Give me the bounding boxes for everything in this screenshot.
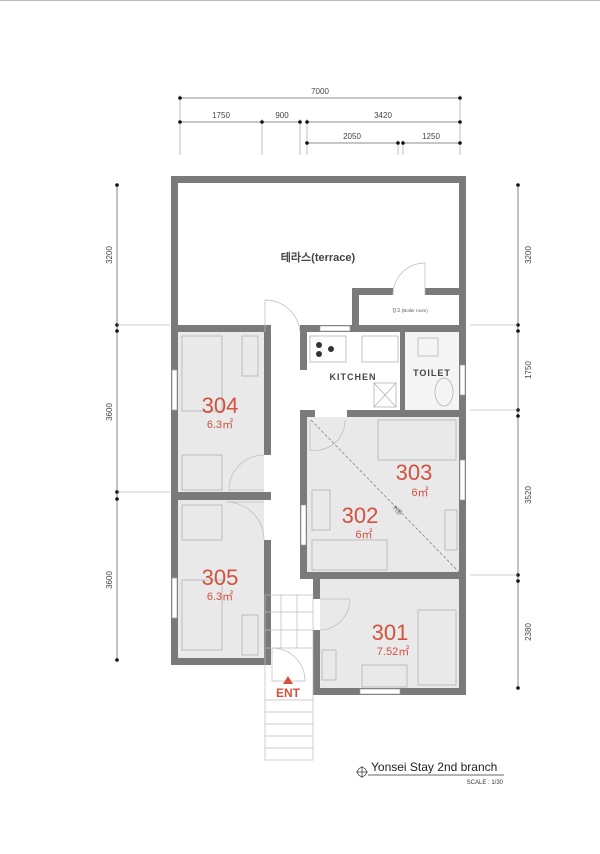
room-305-area: 6.3㎡ (207, 590, 233, 603)
scale-label: SCALE : 1/30 (467, 780, 504, 786)
right-dimensions: 3200 1750 3520 2380 (470, 183, 533, 690)
dim: 2050 (343, 132, 361, 141)
walls (171, 176, 466, 695)
floors (178, 332, 459, 688)
left-dimensions: 3200 3600 3600 (105, 183, 170, 662)
room-304-number: 304 (202, 393, 239, 418)
terrace-label: 테라스(terrace) (281, 250, 356, 264)
furniture (181, 335, 460, 688)
dim: 3420 (374, 111, 392, 120)
room-303-number: 303 (396, 460, 433, 485)
doors (225, 262, 426, 682)
dim: 1250 (422, 132, 440, 141)
title-block: Yonsei Stay 2nd branch SCALE : 1/30 (356, 760, 504, 786)
dim: 3200 (105, 246, 114, 264)
kitchen-label: KITCHEN (330, 372, 377, 382)
dim: 1750 (212, 111, 230, 120)
entrance-arrow-icon (283, 676, 293, 684)
entrance-label: ENT (276, 686, 301, 700)
room-302-number: 302 (342, 503, 379, 528)
dim: 3520 (524, 486, 533, 504)
room-302-area: 6㎡ (355, 528, 372, 541)
room-304-area: 6.3㎡ (207, 418, 233, 431)
room-303-area: 6㎡ (411, 486, 428, 499)
room-301-number: 301 (372, 620, 409, 645)
room-301-area: 7.52㎡ (377, 645, 409, 658)
entrance-stairs (264, 594, 314, 761)
dim-total: 7000 (311, 87, 329, 96)
dim: 3600 (105, 403, 114, 421)
toilet-label: TOILET (413, 368, 451, 378)
boiler-room-label: 창고 (Boiler room) (392, 307, 428, 313)
dim: 3200 (524, 246, 533, 264)
dim: 3600 (105, 571, 114, 589)
dim: 900 (275, 111, 289, 120)
plan-title: Yonsei Stay 2nd branch (371, 760, 497, 774)
room-305-number: 305 (202, 565, 239, 590)
dim: 2380 (524, 623, 533, 641)
dim: 1750 (524, 361, 533, 379)
top-dimensions: 7000 1750 900 3420 2050 1250 (178, 87, 462, 155)
